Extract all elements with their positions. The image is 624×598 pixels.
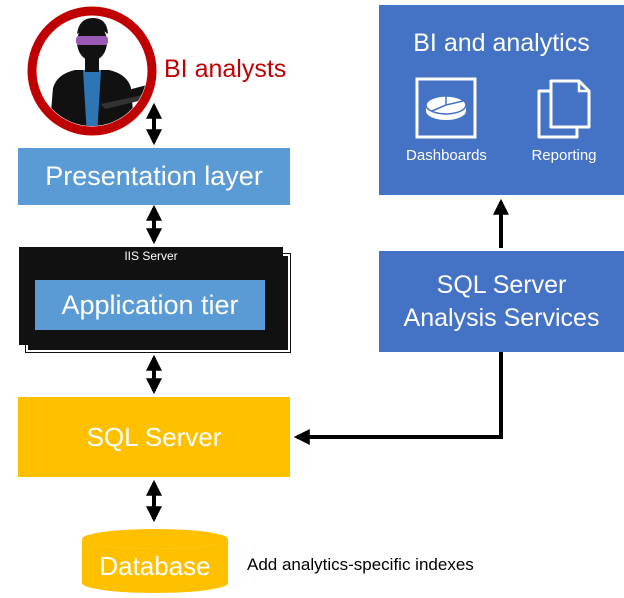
presentation-layer-label: Presentation layer — [45, 161, 263, 191]
dashboards-label: Dashboards — [406, 147, 487, 164]
ssas-box: SQL Server Analysis Services — [379, 251, 624, 352]
sql-server-label: SQL Server — [86, 421, 222, 452]
pie-chart-icon — [415, 77, 477, 139]
indexes-note: Add analytics-specific indexes — [247, 555, 474, 574]
presentation-layer-box: Presentation layer — [18, 148, 290, 205]
arrow-ssas-sql — [293, 352, 503, 445]
application-tier-label: Application tier — [61, 289, 239, 320]
analyst-with-laptop-icon — [27, 6, 157, 136]
database-icon — [82, 529, 228, 593]
application-tier-box: Application tier — [35, 280, 265, 330]
analyst-avatar — [27, 6, 157, 136]
sql-server-box: SQL Server — [18, 397, 290, 477]
iis-server-box: IIS Server Application tier — [19, 247, 283, 345]
bi-analytics-title: BI and analytics — [413, 29, 590, 57]
reporting-label: Reporting — [531, 147, 597, 164]
bi-analytics-box: BI and analytics Dashboards Reporting — [379, 5, 624, 195]
database-label: Database — [99, 550, 211, 581]
ssas-label-line2: Analysis Services — [403, 303, 600, 332]
iis-server-label: IIS Server — [124, 249, 178, 263]
ssas-label-line1: SQL Server — [436, 270, 567, 299]
documents-icon — [537, 79, 591, 139]
analyst-label: BI analysts — [164, 55, 287, 83]
database-cylinder: Database — [82, 529, 228, 593]
